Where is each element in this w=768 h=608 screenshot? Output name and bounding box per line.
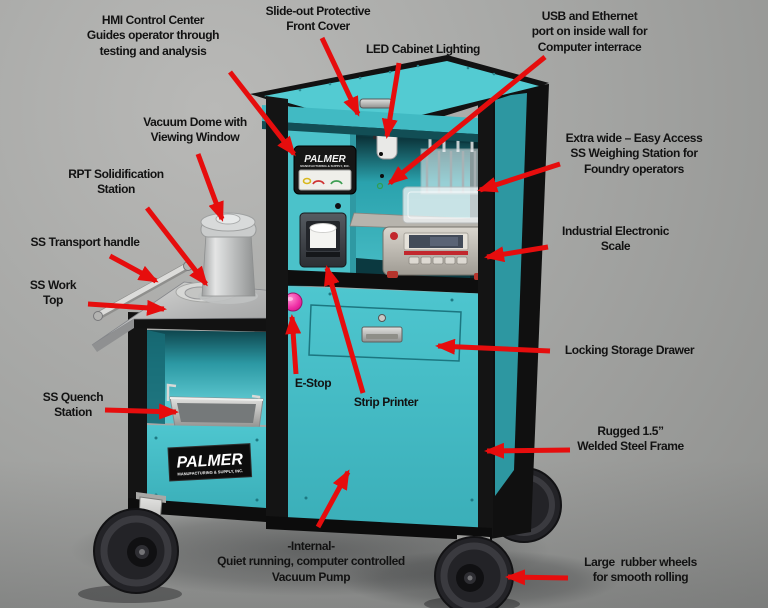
scale-buttons bbox=[408, 256, 468, 265]
callout-steel-frame: Rugged 1.5” Welded Steel Frame bbox=[577, 424, 684, 454]
arrow-transport-handle bbox=[108, 253, 159, 284]
callout-e-stop: E-Stop bbox=[294, 376, 332, 390]
wheel-front-right bbox=[424, 535, 520, 608]
storage-drawer bbox=[308, 304, 462, 362]
callout-weighing-station: Extra wide – Easy Access SS Weighing Sta… bbox=[565, 131, 703, 176]
arrow-strip-printer bbox=[324, 265, 366, 394]
steel-frame-front-left-post bbox=[266, 96, 288, 527]
palmer-front-logo: PALMER MANUFACTURING & SUPPLY, INC. bbox=[167, 443, 253, 482]
callout-rubber-wheels: Large rubber wheels for smooth rolling bbox=[584, 555, 697, 585]
arrow-electronic-scale bbox=[484, 244, 549, 263]
right-cabinet: PALMER MANUFACTURING & SUPPLY, INC. bbox=[250, 55, 549, 541]
arrow-vacuum-dome bbox=[195, 153, 225, 222]
callout-storage-drawer: Locking Storage Drawer bbox=[564, 343, 695, 357]
drawer-lock bbox=[378, 314, 386, 322]
e-stop-button bbox=[283, 292, 303, 312]
arrow-steel-frame bbox=[484, 442, 571, 459]
arrow-work-top bbox=[87, 299, 167, 316]
callout-work-top: SS Work Top bbox=[29, 278, 77, 308]
vacuum-dome bbox=[198, 212, 258, 304]
arrow-quench-station bbox=[104, 403, 179, 420]
weighing-station bbox=[402, 136, 490, 224]
callout-hmi-control-center: HMI Control Center Guides operator throu… bbox=[86, 13, 220, 58]
callout-electronic-scale: Industrial Electronic Scale bbox=[562, 224, 669, 254]
gauge-icon-red bbox=[312, 180, 325, 185]
callout-slide-out-cover: Slide-out Protective Front Cover bbox=[265, 4, 371, 34]
callout-quench-station: SS Quench Station bbox=[42, 390, 104, 420]
svg-text:MANUFACTURING & SUPPLY, INC.: MANUFACTURING & SUPPLY, INC. bbox=[177, 468, 243, 476]
scale-logo bbox=[390, 232, 398, 240]
electronic-scale bbox=[349, 212, 490, 280]
callout-strip-printer: Strip Printer bbox=[353, 395, 419, 409]
palmer-hmi-logo: PALMER bbox=[304, 154, 346, 165]
cabinet-side-panel bbox=[495, 93, 527, 496]
gauge-icon-yellow bbox=[302, 177, 312, 185]
hmi-screen bbox=[298, 169, 352, 191]
arrow-vacuum-pump bbox=[315, 469, 351, 529]
arrow-rpt-solidification-station bbox=[145, 206, 208, 287]
arrow-storage-drawer bbox=[435, 338, 551, 355]
wheel-left bbox=[78, 492, 182, 603]
arrow-e-stop bbox=[285, 314, 302, 375]
arrow-led-cabinet-lighting bbox=[381, 62, 402, 139]
callout-vacuum-dome: Vacuum Dome with Viewing Window bbox=[143, 115, 247, 145]
hmi-panel: PALMER MANUFACTURING & SUPPLY, INC. bbox=[293, 145, 357, 195]
arrow-slide-out-cover bbox=[319, 36, 361, 117]
callout-transport-handle: SS Transport handle bbox=[30, 235, 140, 249]
gauge-icon-green bbox=[330, 180, 343, 185]
arrow-hmi-control-center bbox=[228, 70, 296, 157]
steel-frame-front-right-post bbox=[478, 102, 493, 536]
callout-rpt-solidification-station: RPT Solidification Station bbox=[68, 167, 164, 197]
svg-text:MANUFACTURING & SUPPLY, INC.: MANUFACTURING & SUPPLY, INC. bbox=[300, 164, 350, 168]
slide-out-cover bbox=[262, 98, 492, 143]
arrow-weighing-station bbox=[477, 161, 561, 193]
strip-printer bbox=[299, 212, 347, 268]
arrow-usb-ethernet-port bbox=[387, 55, 547, 185]
svg-text:PALMER: PALMER bbox=[176, 451, 244, 471]
usb-ethernet-ports bbox=[376, 152, 384, 190]
callout-led-cabinet-lighting: LED Cabinet Lighting bbox=[366, 42, 480, 56]
arrow-rubber-wheels bbox=[505, 569, 569, 586]
callout-vacuum-pump: -Internal- Quiet running, computer contr… bbox=[217, 539, 405, 584]
callout-usb-ethernet-port: USB and Ethernet port on inside wall for… bbox=[531, 9, 648, 54]
